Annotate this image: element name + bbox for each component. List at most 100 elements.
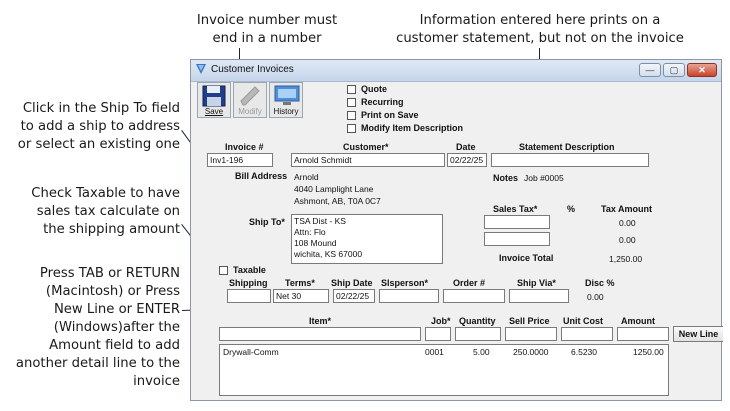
item-field[interactable] <box>219 327 421 341</box>
sales-tax-label: Sales Tax* <box>493 204 538 214</box>
annotation-taxable: Check Taxable to have sales tax calculat… <box>0 185 180 239</box>
annotation-line: Press TAB or RETURN <box>39 266 180 281</box>
line-amount: 1250.00 <box>633 347 664 357</box>
ship-to-field[interactable]: TSA Dist - KS Attn: Flo 108 Mound wichit… <box>291 214 443 264</box>
ship-via-field[interactable] <box>509 289 569 303</box>
sales-tax-field-2[interactable] <box>484 232 550 246</box>
new-line-button[interactable]: New Line <box>673 326 723 342</box>
bill-address-label: Bill Address <box>235 171 288 181</box>
modify-item-description-label: Modify Item Description <box>361 123 464 133</box>
sell-price-label: Sell Price <box>509 316 550 326</box>
tax-amount-1: 0.00 <box>619 218 636 228</box>
history-label: History <box>273 107 299 116</box>
annotation-line: sales tax calculate on <box>36 204 180 219</box>
ship-date-field[interactable]: 02/22/25 <box>333 289 375 303</box>
shipping-label: Shipping <box>229 278 268 288</box>
taxable-checkbox[interactable] <box>219 266 228 275</box>
annotation-line: Information entered here prints on a <box>419 13 661 28</box>
notes-label: Notes <box>493 173 519 183</box>
close-button[interactable]: ✕ <box>687 63 717 77</box>
ship-via-label: Ship Via* <box>517 278 556 288</box>
maximize-button[interactable]: ▢ <box>663 63 685 77</box>
history-button[interactable]: History <box>269 82 303 118</box>
recurring-label: Recurring <box>361 97 404 107</box>
line-item: Drywall-Comm <box>223 347 279 357</box>
annotation-line: or select an existing one <box>17 137 180 152</box>
bill-address-line: 4040 Lamplight Lane <box>294 184 374 194</box>
ship-to-line: TSA Dist - KS <box>294 216 346 226</box>
tax-percent-label: % <box>567 204 576 214</box>
annotation-statement: Information entered here prints on a cus… <box>375 12 705 48</box>
bill-address-line: Arnold <box>294 172 319 182</box>
save-label: Save <box>204 107 224 116</box>
app-icon <box>196 64 206 74</box>
title-bar: Customer Invoices — ▢ ✕ <box>191 60 721 82</box>
job-field[interactable] <box>425 327 451 341</box>
annotation-line: another detail line to the <box>15 356 180 371</box>
terms-field[interactable]: Net 30 <box>273 289 329 303</box>
print-on-save-label: Print on Save <box>361 110 419 120</box>
customer-label: Customer* <box>343 142 389 152</box>
quote-checkbox[interactable] <box>347 85 356 94</box>
recurring-checkbox[interactable] <box>347 98 356 107</box>
line-sell-price: 250.0000 <box>513 347 549 357</box>
invoice-total-value: 1,250.00 <box>609 254 643 264</box>
amount-field[interactable] <box>617 327 669 341</box>
table-row[interactable]: Drywall-Comm 0001 5.00 250.0000 6.5230 1… <box>221 347 667 359</box>
quote-label: Quote <box>361 84 387 94</box>
annotation-line: Check Taxable to have <box>31 186 180 201</box>
unit-cost-label: Unit Cost <box>563 316 603 326</box>
floppy-disk-icon <box>202 85 226 107</box>
annotation-line: the shipping amount <box>43 222 180 237</box>
annotation-line: Click in the Ship To field <box>22 101 180 116</box>
item-label: Item* <box>309 316 332 326</box>
sales-tax-field-1[interactable] <box>484 215 550 229</box>
annotation-line: end in a number <box>212 31 322 46</box>
line-quantity: 5.00 <box>473 347 490 357</box>
window-title: Customer Invoices <box>211 64 294 75</box>
invoice-number-field[interactable]: Inv1-196 <box>207 153 273 167</box>
annotation-line: Amount field to add <box>49 338 180 353</box>
detail-lines-list[interactable] <box>219 344 669 396</box>
annotation-line: New Line or ENTER <box>53 302 180 317</box>
monitor-icon <box>274 85 300 105</box>
date-label: Date <box>456 142 476 152</box>
line-job: 0001 <box>425 347 444 357</box>
ship-to-line: 108 Mound <box>294 238 337 248</box>
annotation-new-line: Press TAB or RETURN (Macintosh) or Press… <box>0 265 180 391</box>
annotation-line: Invoice number must <box>196 13 338 28</box>
quantity-label: Quantity <box>459 316 496 326</box>
customer-invoices-window: Customer Invoices — ▢ ✕ Save Modify Hist… <box>190 59 723 401</box>
annotation-invoice-number: Invoice number must end in a number <box>182 12 352 48</box>
ship-to-label: Ship To* <box>249 217 285 227</box>
customer-field[interactable]: Arnold Schmidt <box>291 153 445 167</box>
shipping-field[interactable] <box>227 289 271 303</box>
invoice-number-label: Invoice # <box>225 142 264 152</box>
sell-price-field[interactable] <box>505 327 557 341</box>
statement-description-field[interactable] <box>491 153 649 167</box>
modify-button[interactable]: Modify <box>233 82 267 118</box>
modify-item-description-checkbox[interactable] <box>347 124 356 133</box>
pencil-icon <box>240 86 260 106</box>
quantity-field[interactable] <box>455 327 501 341</box>
annotation-ship-to: Click in the Ship To field to add a ship… <box>0 100 180 154</box>
annotation-line: (Macintosh) or Press <box>45 284 180 299</box>
notes-value: Job #0005 <box>524 173 564 183</box>
save-button[interactable]: Save <box>197 82 231 118</box>
line-unit-cost: 6.5230 <box>571 347 597 357</box>
job-label: Job* <box>431 316 451 326</box>
minimize-button[interactable]: — <box>639 63 661 77</box>
bill-address-line: Ashmont, AB, T0A 0C7 <box>294 196 381 206</box>
print-on-save-checkbox[interactable] <box>347 111 356 120</box>
order-number-field[interactable] <box>443 289 505 303</box>
discount-label: Disc % <box>585 278 615 288</box>
unit-cost-field[interactable] <box>561 327 613 341</box>
date-field[interactable]: 02/22/25 <box>447 153 487 167</box>
ship-date-label: Ship Date <box>331 278 373 288</box>
salesperson-field[interactable] <box>379 289 439 303</box>
modify-label: Modify <box>238 107 262 116</box>
taxable-label: Taxable <box>233 265 266 275</box>
ship-to-line: wichita, KS 67000 <box>294 249 363 259</box>
order-number-label: Order # <box>453 278 486 288</box>
amount-label: Amount <box>621 316 655 326</box>
